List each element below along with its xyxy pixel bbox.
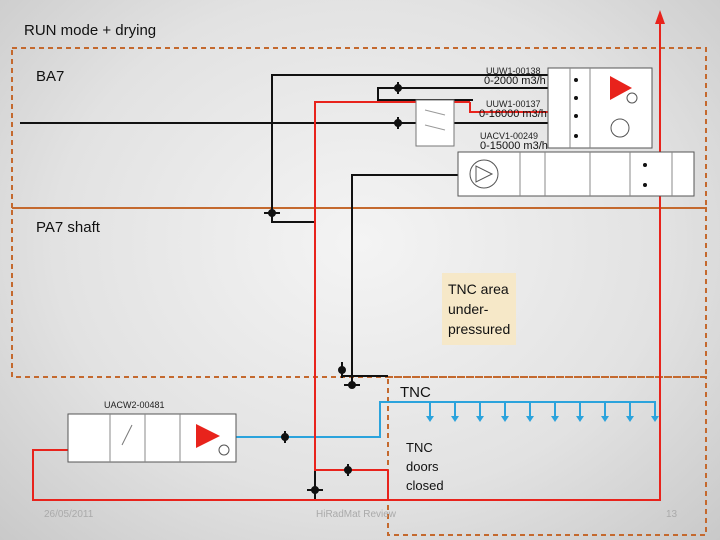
tnc-note-line-1: TNC area [448,281,509,297]
ahu-top-unit [547,67,653,149]
unit-flow-uuw1-00137: 0-16000 m3/h [479,108,547,120]
unit-id-uuw1-00138: UUW1-00138 [486,66,541,76]
tnc-doors-label: TNC doors closed [406,438,444,495]
page-number: 13 [666,509,678,520]
filter-unit-small [415,99,455,147]
ahu-uacw2-unit [67,413,237,463]
ahu-uacv1-unit [457,151,695,197]
tnc-area-note: TNC area under- pressured [442,273,517,345]
fan-red-icon [610,76,632,100]
zone-label-tnc: TNC [400,384,431,401]
zone-label-ba7: BA7 [36,68,65,85]
footer-center: HiRadMat Review [316,509,397,520]
blue-ducts [236,401,656,438]
unit-id-uacv1-00249: UACV1-00249 [480,131,539,141]
tnc-doors-line-2: doors [406,459,439,474]
fan-icon [610,118,630,138]
tnc-zone-border [387,376,707,536]
blue-duct-arrows [426,416,659,422]
fan-red-icon [196,424,220,448]
fan-icon [469,159,499,189]
unit-flow-uuw1-00138: 0-2000 m3/h [484,75,546,87]
exhaust-arrow-icon [655,10,665,24]
tnc-doors-line-1: TNC [406,440,433,455]
tnc-doors-line-3: closed [406,478,444,493]
unit-flow-uacv1-00249: 0-15000 m3/h [480,140,548,152]
zone-label-pa7: PA7 shaft [36,219,100,236]
unit-id-uacw2-00481: UACW2-00481 [104,400,165,410]
pa7-zone-border [11,207,707,378]
tnc-note-line-3: pressured [448,321,511,337]
tnc-note-line-2: under- [448,301,489,317]
unit-id-uuw1-00137: UUW1-00137 [486,99,541,109]
slide-title: RUN mode + drying [24,22,157,39]
footer-date: 26/05/2011 [44,509,94,520]
dampers [264,82,402,494]
